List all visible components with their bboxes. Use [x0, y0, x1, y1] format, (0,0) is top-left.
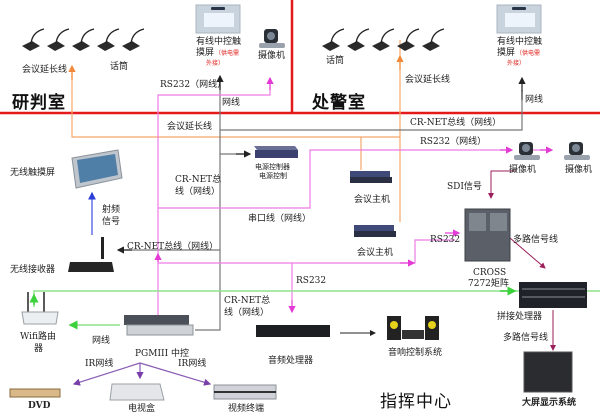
- label-audio-proc: 音频处理器: [268, 356, 314, 366]
- label-rs232-mid: RS232（网线）: [420, 137, 487, 147]
- note-touch-left-1: （供电需: [215, 50, 240, 57]
- label-rs232-matrix: RS232: [430, 235, 461, 245]
- label-audio-sys: 音响控制系统: [388, 348, 443, 358]
- wired-touch-panel-left: [195, 4, 241, 34]
- label-dvd: DVD: [28, 401, 51, 411]
- note-touch-left-2: 外接）: [206, 60, 225, 67]
- label-tvbox: 电视盒: [128, 404, 156, 414]
- label-cross-2: 7272矩阵: [468, 279, 509, 289]
- label-net-wifi: 网线: [92, 336, 111, 346]
- room-label-dispatch: 处警室: [312, 93, 366, 113]
- label-ir-right: IR网线: [178, 359, 207, 369]
- microphones-left: [22, 28, 145, 51]
- microphone-icon: [72, 28, 95, 51]
- microphone-icon: [422, 28, 445, 51]
- label-wireless-recv: 无线接收器: [10, 265, 56, 275]
- label-video-term: 视频终端: [228, 404, 265, 414]
- label-pgm: PGMIII 中控: [135, 349, 189, 359]
- label-crnet-left-2: 线（网线）: [175, 187, 221, 197]
- label-power-ctrl-1: 电源控制器: [255, 163, 290, 171]
- label-ext-right: 会议延长线: [405, 75, 451, 85]
- microphone-icon: [322, 28, 345, 51]
- label-crnet-left-1: CR-NET总: [175, 175, 222, 185]
- audio-speaker-system: [387, 316, 439, 340]
- conference-host-1: [350, 171, 392, 183]
- power-controller: [254, 146, 298, 158]
- label-rs232-low: RS232: [296, 276, 327, 286]
- big-screen: [523, 351, 573, 393]
- label-rf-1: 射频: [102, 205, 121, 215]
- microphones-right: [322, 28, 445, 51]
- label-mic-right: 话筒: [326, 56, 345, 66]
- label-splice-proc: 拼接处理器: [497, 312, 543, 322]
- cross-matrix: [464, 208, 511, 262]
- pgm-central-controller: [124, 315, 194, 336]
- note-touch-right-2: 外接）: [507, 60, 526, 67]
- multi-signal-line-1: [509, 237, 546, 269]
- wired-touch-panel-right: [496, 4, 542, 34]
- video-terminal: [213, 384, 277, 400]
- audio-processor: [256, 325, 330, 337]
- camera-a: [514, 142, 540, 160]
- label-net-top-left: 网线: [222, 98, 241, 108]
- ir-lines: [72, 362, 212, 386]
- note-touch-right-1: （供电需: [516, 50, 541, 57]
- tv-box: [109, 383, 165, 401]
- label-crnet-recv: CR-NET总线（网线）: [127, 242, 219, 252]
- dvd-player: [9, 388, 61, 398]
- label-serial: 串口线（网线）: [248, 214, 312, 224]
- label-camera-a: 摄像机: [509, 165, 537, 175]
- label-mic-left: 话筒: [110, 62, 129, 72]
- microphone-icon: [372, 28, 395, 51]
- label-ext-mid: 会议延长线: [167, 122, 213, 132]
- microphone-icon: [397, 28, 420, 51]
- label-crnet-low-2: 线（网线）: [224, 308, 270, 318]
- label-wifi-2: 器: [34, 344, 44, 354]
- wireless-receiver: [68, 237, 114, 272]
- label-conf-host-2: 会议主机: [357, 248, 394, 258]
- label-multi-signal-1: 多路信号线: [513, 235, 559, 245]
- label-ext-left: 会议延长线: [22, 65, 68, 75]
- label-touch-right-2: 摸屏: [497, 48, 516, 58]
- room-label-research: 研判室: [12, 93, 66, 113]
- camera-top: [259, 29, 285, 48]
- label-rs232-top: RS232（网线）: [160, 80, 227, 90]
- label-conf-host-1: 会议主机: [354, 195, 391, 205]
- label-wireless-touch: 无线触摸屏: [10, 168, 56, 178]
- label-crnet-top: CR-NET总线（网线）: [410, 118, 502, 128]
- microphone-icon: [122, 28, 145, 51]
- label-touch-left-1: 有线中控触: [196, 37, 242, 47]
- conference-host-2: [354, 225, 396, 237]
- microphone-icon: [347, 28, 370, 51]
- label-wifi-1: Wifi路由: [20, 332, 56, 342]
- label-power-ctrl-2: 电源控制: [259, 172, 287, 180]
- microphone-icon: [22, 28, 45, 51]
- label-touch-left-2: 摸屏: [196, 48, 215, 58]
- splice-processor: [519, 282, 587, 308]
- conference-extension-lines: [71, 40, 401, 222]
- label-touch-right-1: 有线中控触: [497, 37, 543, 47]
- label-multi-signal-2: 多路信号线: [503, 333, 549, 343]
- microphone-icon: [97, 28, 120, 51]
- label-crnet-low-1: CR-NET总: [224, 296, 271, 306]
- camera-b: [564, 142, 590, 160]
- label-sdi: SDI信号: [447, 182, 482, 192]
- label-camera-top: 摄像机: [258, 51, 286, 61]
- label-ir-left: IR网线: [85, 359, 114, 369]
- wireless-touch-screen: [71, 149, 123, 189]
- wifi-line: [33, 290, 600, 307]
- room-label-command-center: 指挥中心: [380, 392, 452, 412]
- label-camera-b: 摄像机: [565, 165, 593, 175]
- sdi-line: [488, 170, 515, 199]
- label-rf-2: 信号: [102, 217, 121, 227]
- wifi-router: [21, 292, 59, 325]
- label-big-screen: 大屏显示系统: [522, 398, 577, 408]
- label-net-top-right: 网线: [525, 95, 544, 105]
- microphone-icon: [47, 28, 70, 51]
- label-cross-1: CROSS: [473, 268, 507, 278]
